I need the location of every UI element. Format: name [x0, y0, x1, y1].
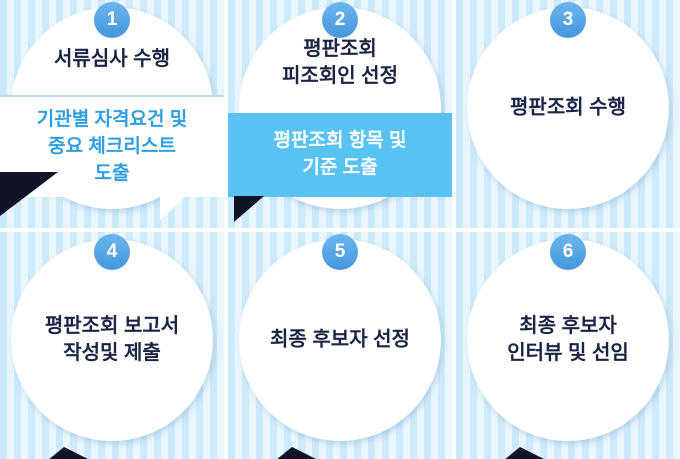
- callout-line: 기준 도출: [302, 157, 378, 178]
- step-title-1: 서류심사 수행: [0, 46, 224, 73]
- step-title-line: 평판조회 수행: [510, 96, 626, 119]
- callout-line: 도출: [94, 163, 130, 184]
- step-title-3: 평판조회 수행: [456, 95, 680, 122]
- callout-line: 기관별 자격요건 및: [36, 109, 188, 130]
- step-title-line: 평판조회: [303, 38, 377, 60]
- callout-tail-white-icon: [160, 196, 186, 220]
- step-title-6: 최종 후보자 인터뷰 및 선임: [456, 313, 680, 367]
- step-number-badge-1: 1: [94, 2, 130, 38]
- step-number-2: 2: [334, 9, 346, 30]
- bottom-tail-icon: [48, 447, 90, 459]
- callout-line: 중요 체크리스트: [48, 136, 176, 157]
- step-title-line: 평판조회 보고서: [44, 314, 180, 337]
- callout-tail-dark-icon: [234, 196, 264, 222]
- step-cell-3: 3 평판조회 수행: [456, 0, 680, 228]
- step-cell-6: 6 최종 후보자 인터뷰 및 선임: [456, 231, 680, 459]
- step-number-badge-5: 5: [322, 233, 358, 270]
- step-circle-4: [11, 238, 213, 441]
- step-title-5: 최종 후보자 선정: [228, 326, 452, 353]
- step-title-2: 평판조회 피조회인 선정: [228, 36, 452, 90]
- step-cell-4: 4 평판조회 보고서 작성및 제출: [0, 231, 224, 459]
- step-title-line: 피조회인 선정: [282, 65, 398, 87]
- step-number-badge-4: 4: [94, 233, 130, 270]
- step-title-line: 최종 후보자 선정: [270, 328, 410, 350]
- step-number-3: 3: [562, 9, 574, 30]
- step-cell-1: 1 서류심사 수행 기관별 자격요건 및 중요 체크리스트 도출: [0, 0, 224, 228]
- step-circle-6: [467, 238, 669, 441]
- step-number-6: 6: [562, 240, 574, 262]
- callout-tail-dark-icon: [0, 172, 58, 216]
- step-cell-2: 2 평판조회 피조회인 선정 평판조회 항목 및 기준 도출: [228, 0, 452, 228]
- step-cell-5: 5 최종 후보자 선정: [228, 231, 452, 459]
- step-number-5: 5: [334, 240, 346, 262]
- step-title-line: 인터뷰 및 선임: [507, 341, 629, 364]
- step-title-line: 최종 후보자: [519, 314, 617, 337]
- step-number-badge-3: 3: [550, 2, 586, 38]
- callout-line: 평판조회 항목 및: [273, 130, 407, 151]
- step-number-4: 4: [106, 240, 118, 262]
- step-title-4: 평판조회 보고서 작성및 제출: [0, 313, 224, 367]
- step-title-line: 서류심사 수행: [54, 48, 170, 70]
- step-number-badge-2: 2: [322, 2, 358, 38]
- step-number-1: 1: [106, 9, 118, 30]
- step-circle-5: [239, 238, 441, 441]
- step-number-badge-6: 6: [550, 233, 586, 270]
- step-callout-2: 평판조회 항목 및 기준 도출: [228, 113, 452, 197]
- bottom-tail-icon: [504, 447, 546, 459]
- step-title-line: 작성및 제출: [63, 341, 161, 364]
- step-circle-3: [467, 7, 669, 209]
- bottom-tail-icon: [276, 447, 318, 459]
